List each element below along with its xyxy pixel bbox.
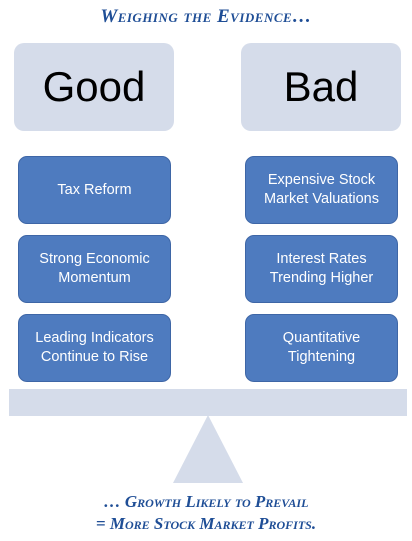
- bad-header: Bad: [241, 43, 401, 131]
- good-item-tax-reform: Tax Reform: [18, 156, 171, 224]
- conclusion-line-2: = More Stock Market Profits.: [95, 514, 317, 533]
- diagram-title: Weighing the Evidence…: [100, 6, 312, 27]
- good-header: Good: [14, 43, 174, 131]
- bad-item-quantitative-tightening: Quantitative Tightening: [245, 314, 398, 382]
- good-item-economic-momentum: Strong Economic Momentum: [18, 235, 171, 303]
- scale-fulcrum-icon: [173, 415, 243, 483]
- scale-beam: [9, 389, 407, 416]
- conclusion-line-1: … Growth Likely to Prevail: [103, 492, 309, 511]
- bad-item-valuations: Expensive Stock Market Valuations: [245, 156, 398, 224]
- good-item-leading-indicators: Leading Indicators Continue to Rise: [18, 314, 171, 382]
- bad-item-interest-rates: Interest Rates Trending Higher: [245, 235, 398, 303]
